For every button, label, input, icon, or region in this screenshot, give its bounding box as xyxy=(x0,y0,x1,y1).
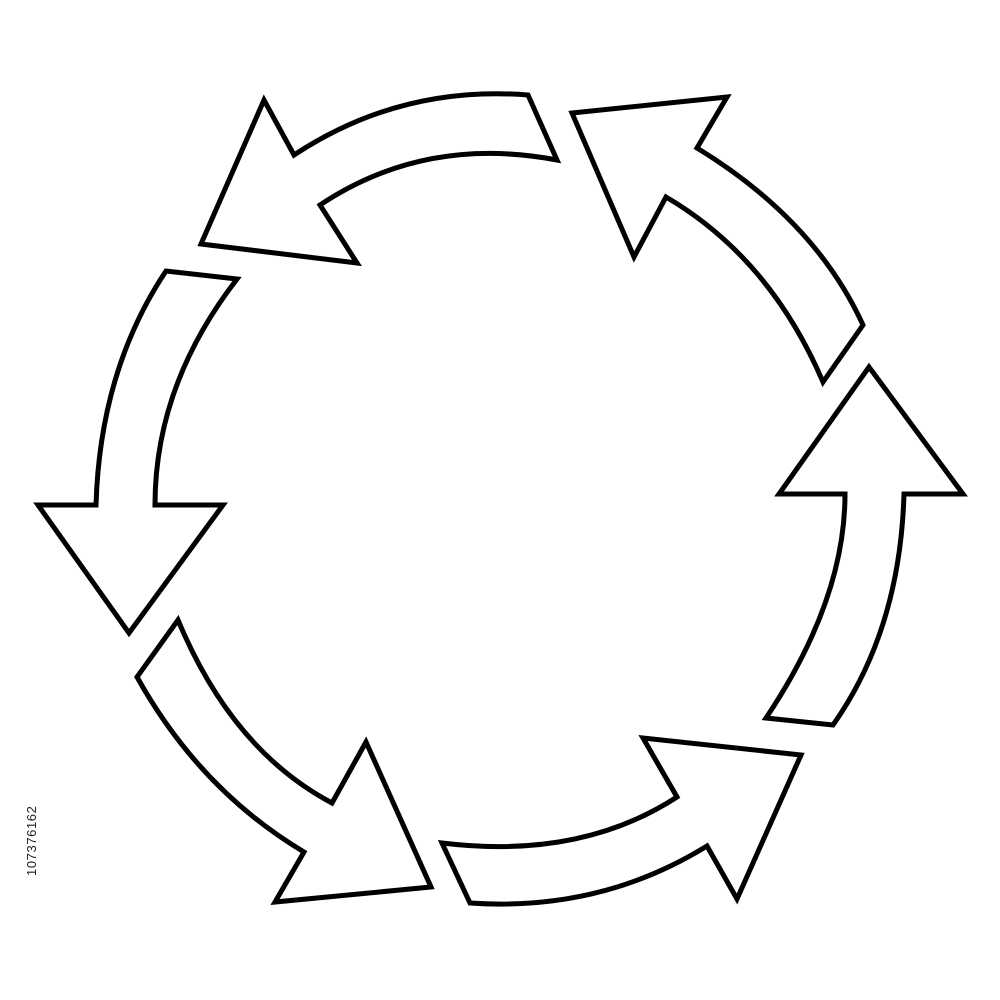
cycle-arrow-right xyxy=(761,362,968,728)
cycle-arrow-bottom-right xyxy=(437,734,805,907)
cycle-arrow-top-left xyxy=(197,91,562,267)
cycle-arrow-bottom-left xyxy=(134,614,435,905)
cycle-arrow-left xyxy=(33,268,242,638)
cycle-arrow-top-right xyxy=(568,94,866,388)
stock-id-text: 107376162 xyxy=(24,805,39,876)
